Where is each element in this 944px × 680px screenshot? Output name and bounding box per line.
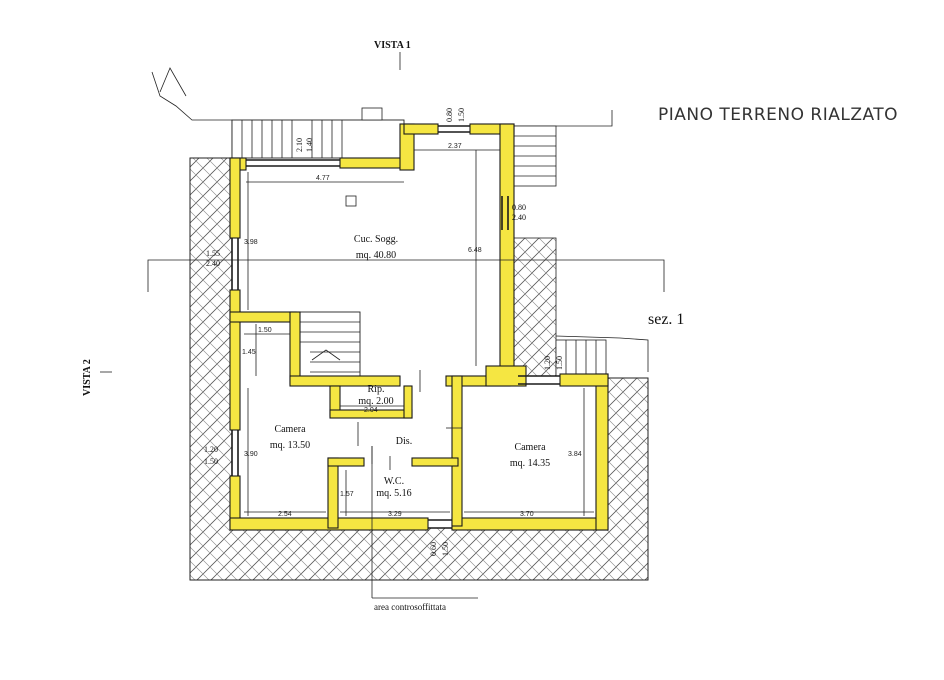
view-1-label: VISTA 1 — [374, 40, 411, 51]
area-note: area controsoffittata — [374, 602, 446, 612]
room-name: Dis. — [396, 436, 412, 447]
side-stairs — [511, 125, 607, 377]
window-marks — [231, 125, 560, 529]
opening-height: 2.40 — [206, 259, 220, 268]
room-area: mq. 40.80 — [356, 250, 396, 261]
section-label: sez. 1 — [648, 311, 684, 328]
opening-height: 1.50 — [457, 108, 466, 122]
dimension: 1.57 — [340, 491, 354, 498]
dimension: 1.50 — [258, 327, 272, 334]
opening-width: 2.10 — [295, 138, 304, 152]
opening-height: 1.50 — [555, 356, 564, 370]
section-lines — [100, 52, 665, 599]
dimension: 2.04 — [364, 407, 378, 414]
room-name: W.C. — [384, 476, 404, 487]
dimension: 2.54 — [278, 511, 292, 518]
opening-width: 0.80 — [512, 203, 526, 212]
view-2-label: VISTA 2 — [82, 359, 93, 396]
room-name: Rip. — [368, 384, 385, 395]
interior-stairs — [297, 311, 361, 381]
opening-labels: 0.80 1.50 2.10 1.40 0.80 2.40 1.55 2.40 … — [204, 108, 564, 556]
opening-height: 1.50 — [441, 542, 450, 556]
room-name: Cuc. Sogg. — [354, 234, 398, 245]
dimension: 3.98 — [244, 239, 258, 246]
room-name: Camera — [514, 442, 546, 453]
dimension: 2.37 — [448, 143, 462, 150]
opening-width: 1.55 — [206, 249, 220, 258]
dimension: 4.77 — [316, 175, 330, 182]
walls — [229, 123, 609, 531]
site-lines — [151, 67, 649, 581]
opening-height: 1.40 — [305, 138, 314, 152]
opening-height: 1.50 — [204, 457, 218, 466]
room-area: mq. 14.35 — [510, 458, 550, 469]
dimension: 3.84 — [568, 451, 582, 458]
dimension: 3.70 — [520, 511, 534, 518]
dimension: 6.48 — [468, 247, 482, 254]
room-labels: Cuc. Sogg. mq. 40.80 Rip. mq. 2.00 Camer… — [270, 234, 550, 499]
dimension: 3.29 — [388, 511, 402, 518]
entrance-stairs — [231, 107, 405, 159]
room-area: mq. 5.16 — [376, 488, 411, 499]
dimension: 3.90 — [244, 451, 258, 458]
opening-width: 0.80 — [445, 108, 454, 122]
room-area: mq. 13.50 — [270, 440, 310, 451]
room-name: Camera — [274, 424, 306, 435]
dimension-labels: 4.77 2.37 3.98 6.48 1.50 1.45 2.04 3.90 … — [242, 143, 582, 518]
opening-height: 2.40 — [512, 213, 526, 222]
room-area: mq. 2.00 — [358, 396, 393, 407]
opening-width: 1.20 — [204, 445, 218, 454]
opening-width: 0.60 — [429, 542, 438, 556]
plan-title: PIANO TERRENO RIALZATO — [658, 105, 898, 125]
dimension: 1.45 — [242, 349, 256, 356]
opening-width: 1.20 — [543, 356, 552, 370]
